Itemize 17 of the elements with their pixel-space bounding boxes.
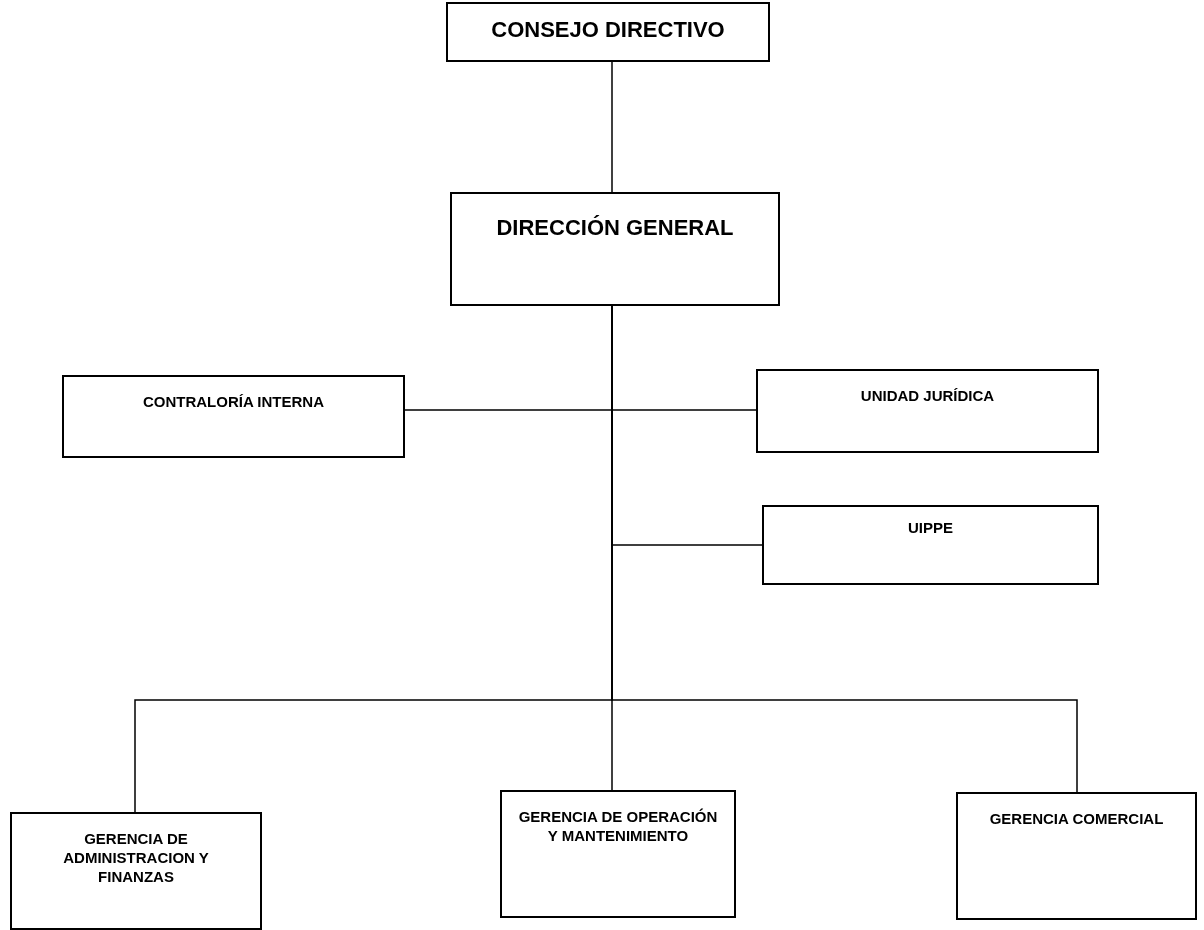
org-box	[956, 792, 1197, 920]
box-title: GERENCIA COMERCIAL	[989, 810, 1164, 829]
org-box	[756, 369, 1099, 453]
org-box	[500, 790, 736, 918]
org-box	[446, 2, 770, 62]
box-title: DIRECCIÓN GENERAL	[496, 214, 734, 242]
box-title: UIPPE	[908, 519, 953, 538]
org-box	[10, 812, 262, 930]
connector-line	[611, 61, 613, 193]
box-title: CONSEJO DIRECTIVO	[491, 16, 725, 44]
org-box	[62, 375, 405, 458]
org-box	[450, 192, 780, 306]
box-title: GERENCIA DE ADMINISTRACION Y FINANZAS	[62, 830, 210, 887]
box-title: UNIDAD JURÍDICA	[860, 387, 995, 406]
org-box	[762, 505, 1099, 585]
box-title: CONTRALORÍA INTERNA	[142, 393, 325, 412]
box-title: GERENCIA DE OPERACIÓN Y MANTENIMIENTO	[517, 808, 719, 846]
